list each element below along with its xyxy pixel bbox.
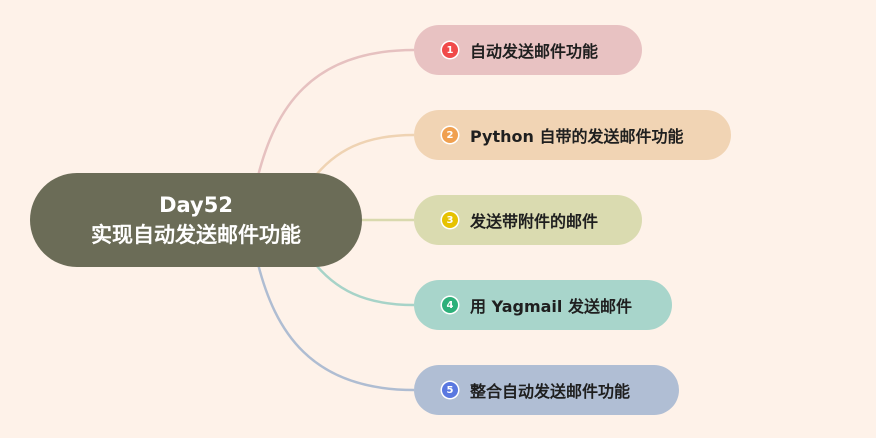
branch-topic-label: 发送带附件的邮件 (470, 212, 599, 231)
branch-topic-label: 用 Yagmail 发送邮件 (470, 297, 632, 316)
connector-line-4 (311, 259, 415, 307)
branch-topic-2[interactable]: 2 Python 自带的发送邮件功能 (414, 110, 731, 160)
number-badge-icon: 2 (442, 127, 458, 143)
branch-topic-label: 整合自动发送邮件功能 (470, 382, 631, 401)
number-badge-icon: 4 (442, 297, 458, 313)
branch-topic-4[interactable]: 4 用 Yagmail 发送邮件 (414, 280, 672, 330)
number-badge-icon: 5 (442, 382, 458, 398)
branch-topic-5[interactable]: 5 整合自动发送邮件功能 (414, 365, 679, 415)
branch-topic-label: Python 自带的发送邮件功能 (470, 127, 684, 146)
number-badge-icon: 1 (442, 42, 458, 58)
branch-topic-1[interactable]: 1 自动发送邮件功能 (414, 25, 642, 75)
central-topic[interactable]: Day52 实现自动发送邮件功能 (30, 173, 362, 267)
number-badge-icon: 3 (442, 212, 458, 228)
central-topic-line1: Day52 (159, 193, 233, 217)
central-topic-line2: 实现自动发送邮件功能 (91, 223, 301, 247)
connector-line-1 (256, 48, 415, 177)
branch-topic-3[interactable]: 3 发送带附件的邮件 (414, 195, 642, 245)
connector-line-2 (311, 133, 415, 181)
branch-topic-label: 自动发送邮件功能 (470, 42, 599, 61)
connector-line-5 (256, 263, 415, 392)
